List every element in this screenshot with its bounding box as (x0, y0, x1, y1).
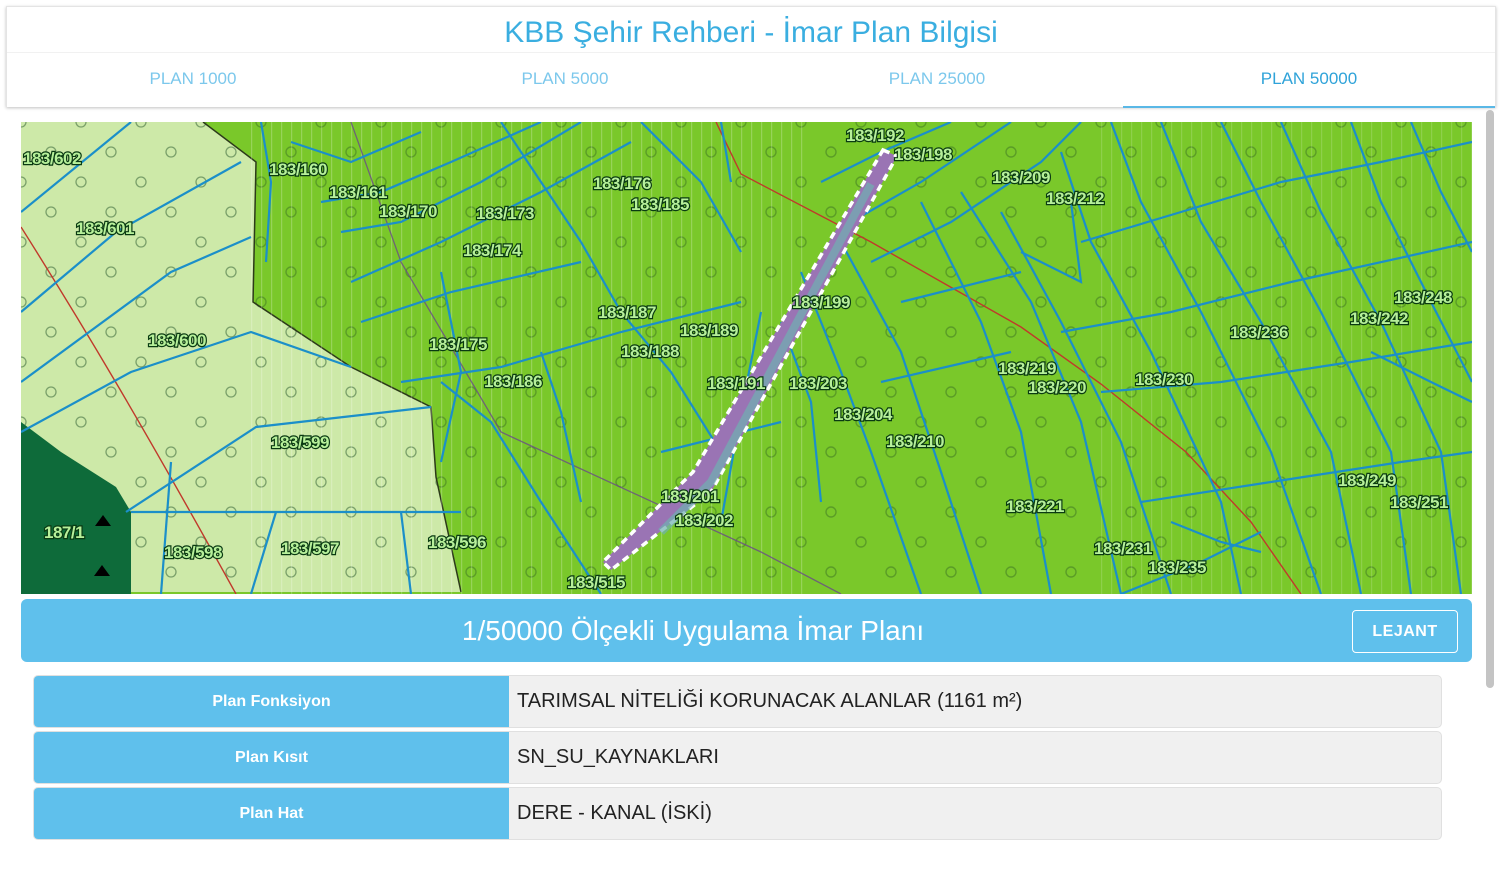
parcel-label: 183/203 (789, 374, 847, 393)
parcel-label: 183/201 (661, 487, 719, 506)
parcel-label: 183/597 (281, 539, 339, 558)
parcel-label: 183/248 (1394, 288, 1452, 307)
parcel-label: 183/187 (598, 303, 656, 322)
plan-map[interactable]: 183/602 183/601 183/600 183/599 183/598 … (21, 122, 1472, 594)
selected-parcel[interactable] (600, 147, 900, 573)
plan-tabs: PLAN 1000 PLAN 5000 PLAN 25000 PLAN 5000… (7, 52, 1495, 108)
info-label: Plan Fonksiyon (34, 676, 509, 727)
info-row-plan-fonksiyon: Plan Fonksiyon TARIMSAL NİTELİĞİ KORUNAC… (33, 675, 1442, 728)
parcel-label: 183/242 (1350, 309, 1408, 328)
protected-zone (21, 422, 131, 594)
parcel-label: 183/221 (1006, 497, 1064, 516)
parcel-labels: 183/602 183/601 183/600 183/599 183/598 … (22, 125, 1454, 593)
parcel-label: 183/176 (593, 174, 651, 193)
parcel-label: 183/235 (1148, 558, 1206, 577)
info-label: Plan Kısıt (34, 732, 509, 783)
info-value: SN_SU_KAYNAKLARI (517, 746, 719, 768)
tab-plan-50000[interactable]: PLAN 50000 (1123, 53, 1495, 108)
legend-button[interactable]: LEJANT (1352, 610, 1458, 653)
parcel-label: 183/170 (379, 202, 437, 221)
parcel-label: 183/191 (707, 374, 765, 393)
info-label: Plan Hat (34, 788, 509, 839)
parcel-label: 183/188 (621, 342, 679, 361)
parcel-label: 183/230 (1135, 370, 1193, 389)
parcel-label: 183/599 (271, 433, 329, 452)
parcel-label: 183/231 (1094, 539, 1152, 558)
parcel-label: 183/160 (269, 160, 327, 179)
parcel-label: 183/202 (675, 511, 733, 530)
parcel-boundaries (21, 122, 1472, 594)
parcel-label: 183/199 (792, 293, 850, 312)
triangle-marker-icon (95, 515, 111, 526)
vertical-scrollbar[interactable] (1486, 110, 1494, 688)
info-row-plan-hat: Plan Hat DERE - KANAL (İSKİ) (33, 787, 1442, 840)
parcel-label: 183/212 (1046, 189, 1104, 208)
parcel-label: 183/209 (992, 168, 1050, 187)
parcel-label: 183/249 (1338, 471, 1396, 490)
parcel-label: 183/173 (476, 204, 534, 223)
parcel-label: 183/596 (428, 533, 486, 552)
parcel-label: 183/192 (846, 126, 904, 145)
parcel-label: 187/1 (44, 523, 84, 542)
map-canvas[interactable]: 183/602 183/601 183/600 183/599 183/598 … (21, 122, 1472, 594)
parcel-label: 183/161 (329, 183, 387, 202)
parcel-label: 183/598 (164, 543, 222, 562)
plan-title: 1/50000 Ölçekli Uygulama İmar Planı (461, 615, 925, 646)
header-panel: KBB Şehir Rehberi - İmar Plan Bilgisi PL… (6, 6, 1496, 108)
triangle-marker-icon (94, 565, 110, 576)
parcel-label: 183/210 (886, 432, 944, 451)
info-value: DERE - KANAL (İSKİ) (517, 802, 712, 824)
parcel-label: 183/601 (76, 219, 134, 238)
parcel-label: 183/251 (1390, 493, 1448, 512)
info-row-plan-kisit: Plan Kısıt SN_SU_KAYNAKLARI (33, 731, 1442, 784)
parcel-label: 183/198 (894, 145, 952, 164)
parcel-label: 183/602 (23, 149, 81, 168)
parcel-label: 183/175 (429, 335, 487, 354)
parcel-label: 183/186 (484, 372, 542, 391)
plan-header-bar: 1/50000 Ölçekli Uygulama İmar Planı LEJA… (21, 599, 1472, 662)
tab-plan-5000[interactable]: PLAN 5000 (521, 69, 609, 88)
parcel-label: 183/236 (1230, 323, 1288, 342)
parcel-label: 183/220 (1028, 378, 1086, 397)
tab-plan-1000[interactable]: PLAN 1000 (149, 69, 237, 88)
parcel-label: 183/204 (834, 405, 893, 424)
road-line (715, 122, 1302, 594)
parcel-label: 183/185 (631, 195, 689, 214)
parcel-label: 183/189 (680, 321, 738, 340)
parcel-label: 183/219 (998, 359, 1056, 378)
parcel-label: 183/174 (463, 241, 522, 260)
page-title: KBB Şehir Rehberi - İmar Plan Bilgisi (504, 16, 998, 49)
parcel-label: 183/515 (567, 573, 625, 592)
tab-plan-25000[interactable]: PLAN 25000 (888, 69, 986, 88)
info-value: TARIMSAL NİTELİĞİ KORUNACAK ALANLAR (116… (517, 690, 1023, 712)
parcel-label: 183/600 (148, 331, 206, 350)
